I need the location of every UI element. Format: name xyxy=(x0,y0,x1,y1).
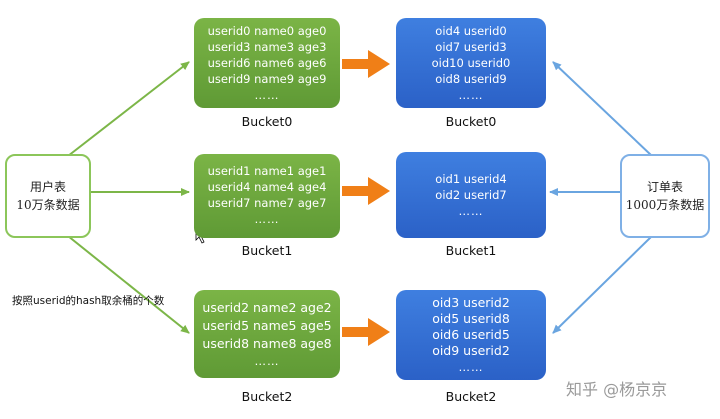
order-bucket-2-row: oid6 userid5 xyxy=(432,327,510,342)
user-bucket-0-ellipsis: …… xyxy=(254,88,280,102)
user-bucket-1-row: userid1 name1 age1 xyxy=(207,164,327,178)
orange-arrow-bucket0 xyxy=(342,50,390,78)
order-bucket-0-ellipsis: …… xyxy=(458,88,484,102)
watermark: 知乎 @杨京京 xyxy=(566,380,668,399)
user-bucket-1: userid1 name1 age1 userid4 name4 age4 us… xyxy=(194,154,340,238)
orange-arrow-bucket1 xyxy=(342,177,390,205)
orders-table-title: 订单表 xyxy=(646,180,683,194)
order-bucket-1-row: oid2 userid7 xyxy=(435,188,507,202)
connector-orders-bucket2 xyxy=(552,235,653,334)
user-bucket-1-label: Bucket1 xyxy=(241,243,293,258)
connector-users-bucket0 xyxy=(67,61,190,157)
user-bucket-2-row: userid2 name2 age2 xyxy=(202,300,332,315)
orange-arrow-bucket2 xyxy=(342,318,390,346)
order-bucket-2: oid3 userid2 oid5 userid8 oid6 userid5 o… xyxy=(396,290,546,380)
user-bucket-0: userid0 name0 age0 userid3 name3 age3 us… xyxy=(194,18,340,108)
user-bucket-1-row: userid7 name7 age7 xyxy=(207,196,327,210)
order-bucket-2-row: oid5 userid8 xyxy=(432,311,510,326)
user-bucket-0-row: userid0 name0 age0 xyxy=(207,24,327,38)
order-bucket-2-row: oid9 userid2 xyxy=(432,343,510,358)
order-bucket-0-label: Bucket0 xyxy=(445,114,497,129)
orders-table-box: 订单表 1000万条数据 xyxy=(620,154,710,238)
hash-note: 按照userid的hash取余桶的个数 xyxy=(12,295,165,307)
order-bucket-0-row: oid7 userid3 xyxy=(435,40,507,54)
user-bucket-0-label: Bucket0 xyxy=(241,114,293,129)
users-table-count: 10万条数据 xyxy=(16,198,80,212)
order-bucket-2-ellipsis: …… xyxy=(458,360,484,374)
user-bucket-1-ellipsis: …… xyxy=(254,212,280,226)
order-bucket-2-label: Bucket2 xyxy=(445,389,497,404)
user-bucket-2-row: userid8 name8 age8 xyxy=(202,336,332,351)
orders-table-count: 1000万条数据 xyxy=(625,198,705,212)
order-bucket-0: oid4 userid0 oid7 userid3 oid10 userid0 … xyxy=(396,18,546,108)
order-bucket-2-row: oid3 userid2 xyxy=(432,295,510,310)
order-bucket-1-ellipsis: …… xyxy=(458,204,484,218)
order-bucket-0-row: oid8 userid9 xyxy=(435,72,507,86)
users-table-box: 用户表 10万条数据 xyxy=(5,154,91,238)
connector-users-bucket2 xyxy=(67,235,190,334)
order-bucket-0-row: oid10 userid0 xyxy=(431,56,511,70)
order-bucket-0-row: oid4 userid0 xyxy=(435,24,507,38)
users-table-title: 用户表 xyxy=(29,180,66,194)
order-bucket-1: oid1 userid4 oid2 userid7 …… xyxy=(396,152,546,238)
order-bucket-1-label: Bucket1 xyxy=(445,243,497,258)
user-bucket-2-label: Bucket2 xyxy=(241,389,293,404)
order-bucket-1-row: oid1 userid4 xyxy=(435,172,507,186)
connector-orders-bucket0 xyxy=(552,61,653,157)
user-bucket-2-ellipsis: …… xyxy=(254,354,280,368)
user-bucket-2: userid2 name2 age2 userid5 name5 age5 us… xyxy=(194,290,340,378)
user-bucket-2-row: userid5 name5 age5 xyxy=(202,318,332,333)
user-bucket-0-row: userid6 name6 age6 xyxy=(207,56,327,70)
user-bucket-0-row: userid3 name3 age3 xyxy=(207,40,327,54)
user-bucket-0-row: userid9 name9 age9 xyxy=(207,72,327,86)
user-bucket-1-row: userid4 name4 age4 xyxy=(207,180,327,194)
